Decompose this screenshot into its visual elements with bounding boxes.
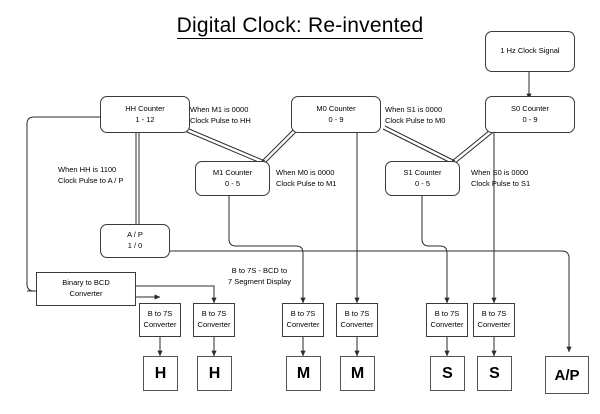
display-minute-ones-label: M [350,364,365,382]
note-s0-to-s1: When S0 is 0000 Clock Pulse to S1 [471,168,531,188]
display-minute-tens-label: M [296,364,311,382]
node-s1-counter-line2: 0 - 5 [414,178,430,188]
seg-converter-1-line2: Converter [143,320,177,329]
node-m1-counter-line2: 0 - 5 [224,178,240,188]
node-s0-counter-line2: 0 - 9 [522,114,538,124]
wire-m1-to-conv3 [228,196,306,304]
node-ap-latch-line1: A / P [127,230,143,240]
note-hh-to-ap: When HH is 1100 Clock Pulse to A / P [58,165,124,185]
display-hour-tens-label: H [154,364,167,382]
display-minute-ones: M [340,356,375,391]
seg-converter-2-line1: B to 7S [201,309,227,319]
node-seg-converter-3[interactable]: B to 7S Converter [282,303,324,337]
node-clock-signal-line1: 1 Hz Clock Signal [500,46,560,56]
display-hour-ones: H [197,356,232,391]
seg-converter-6-line2: Converter [477,320,511,329]
seg-converter-1-line1: B to 7S [147,309,173,319]
wire-s1-to-m0-a [384,125,456,162]
node-clock-signal[interactable]: 1 Hz Clock Signal [485,31,575,72]
seg-converter-4-line1: B to 7S [344,309,370,319]
page-title-text: Digital Clock: Re-invented [176,14,424,39]
seg-converter-5-line2: Converter [430,320,464,329]
seg-converter-2-line2: Converter [197,320,231,329]
node-s0-counter[interactable]: S0 Counter 0 - 9 [485,96,575,133]
node-bcd-line1: Binary to BCD [62,278,110,288]
node-m1-counter-line1: M1 Counter [212,167,253,177]
node-m1-counter[interactable]: M1 Counter 0 - 5 [195,161,270,196]
display-second-tens: S [430,356,465,391]
node-s0-counter-line1: S0 Counter [511,103,549,113]
display-second-ones-label: S [489,364,500,382]
note-s1-to-m0: When S1 is 0000 Clock Pulse to M0 [385,105,446,125]
node-ap-latch-line2: 1 / 0 [127,241,143,250]
node-seg-converter-5[interactable]: B to 7S Converter [426,303,468,337]
wire-m0-to-m1-a [261,125,298,162]
node-ap-latch[interactable]: A / P 1 / 0 [100,224,170,258]
note-m1-to-hh: When M1 is 0000 Clock Pulse to HH [190,105,251,125]
node-hh-counter[interactable]: HH Counter 1 - 12 [100,96,190,133]
page-title: Digital Clock: Re-invented [0,14,600,39]
display-second-tens-label: S [442,364,453,382]
wire-m0-to-m1-b [263,128,300,165]
seg-converter-3-line2: Converter [286,320,320,329]
display-hour-ones-label: H [208,364,221,382]
wire-m1-to-hh-b [179,128,264,165]
wire-s0-to-s1-b [453,128,498,165]
node-seg-converter-1[interactable]: B to 7S Converter [139,303,181,337]
node-s1-counter[interactable]: S1 Counter 0 - 5 [385,161,460,196]
node-m0-counter-line2: 0 - 9 [328,114,344,124]
display-am-pm-label: A/P [554,366,580,384]
node-bcd-line2: Converter [69,289,103,298]
wire-hh-to-bcd [26,116,100,292]
wire-s1-to-m0-b [382,128,454,165]
node-seg-converter-6[interactable]: B to 7S Converter [473,303,515,337]
node-hh-counter-line1: HH Counter [125,103,165,113]
node-seg-converter-4[interactable]: B to 7S Converter [336,303,378,337]
wire-ap-to-display [170,250,572,353]
seg-converter-5-line1: B to 7S [434,309,460,319]
node-binary-to-bcd-converter[interactable]: Binary to BCD Converter [36,272,136,306]
display-minute-tens: M [286,356,321,391]
wire-m1-to-hh-a [181,125,266,162]
seg-converter-3-line1: B to 7S [290,309,316,319]
display-hour-tens: H [143,356,178,391]
node-m0-counter-line1: M0 Counter [316,103,356,113]
display-am-pm: A/P [545,356,589,394]
seg-converter-4-line2: Converter [340,320,374,329]
seg-converter-6-line1: B to 7S [481,309,507,319]
node-s1-counter-line1: S1 Counter [403,167,442,177]
node-hh-counter-line2: 1 - 12 [135,114,155,124]
note-m0-to-m1: When M0 is 0000 Clock Pulse to M1 [276,168,337,188]
note-seg-legend: B to 7S - BCD to 7 Segment Display [228,266,291,286]
wire-bcd-out-1 [136,285,217,304]
wire-s1-to-conv5 [421,196,450,304]
node-m0-counter[interactable]: M0 Counter 0 - 9 [291,96,381,133]
node-seg-converter-2[interactable]: B to 7S Converter [193,303,235,337]
display-second-ones: S [477,356,512,391]
